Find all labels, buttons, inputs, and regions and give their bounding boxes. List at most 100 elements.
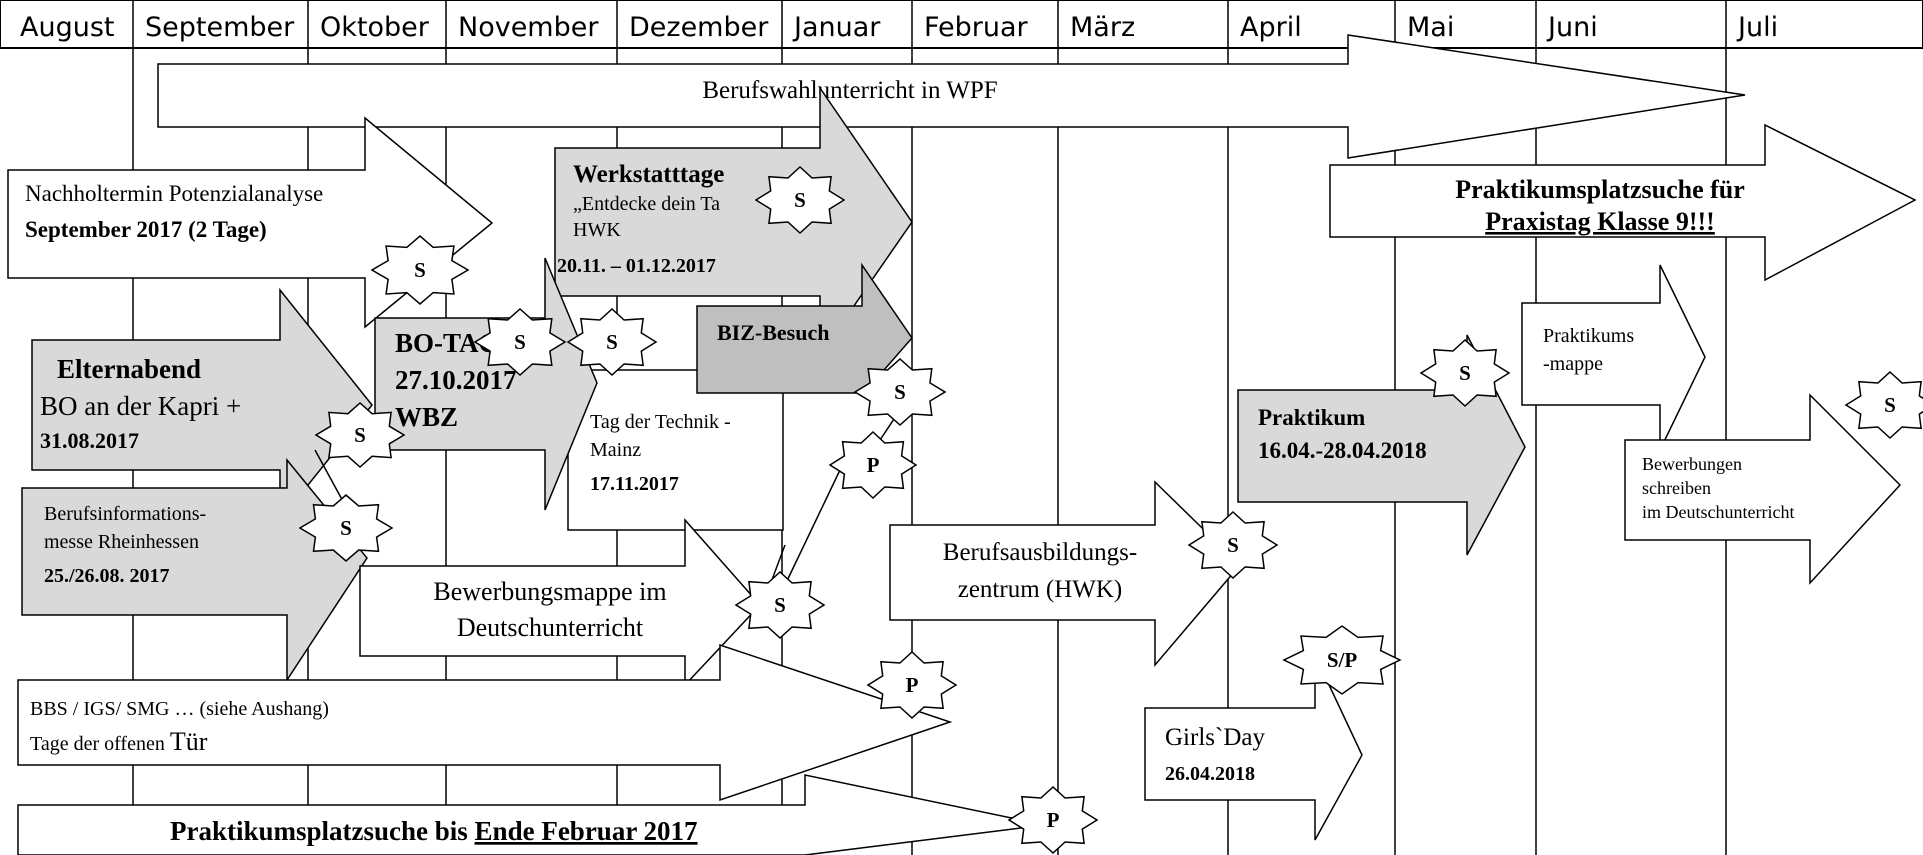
praktikumsmappe-arrow <box>1521 264 1706 451</box>
starburst-shape <box>1007 785 1099 855</box>
messe-date: 25./26.08. 2017 <box>44 565 170 587</box>
offene-tuer-arrow <box>17 643 953 802</box>
month-header-november: November <box>458 12 599 43</box>
star-badge-s: S <box>1844 370 1923 440</box>
starburst-shape <box>314 401 406 469</box>
praktikum-title: Praktikum <box>1258 405 1365 430</box>
bildungszentrum-line2: zentrum (HWK) <box>958 576 1123 603</box>
berufsausbildungszentrum-arrow <box>889 480 1242 668</box>
star-badge-s: S <box>1187 510 1279 580</box>
girls-day-line1: Girls`Day <box>1165 724 1265 751</box>
berufsinfo-messe-arrow <box>21 457 368 683</box>
starburst-shape <box>473 307 567 377</box>
star-badge-label: S <box>606 330 618 354</box>
praktikumsplatzsuche-9-arrow <box>1329 123 1917 282</box>
bewerbungen-line1: Bewerbungen <box>1642 454 1742 474</box>
starburst-shape <box>853 357 947 427</box>
star-badges: S S S S S S P S S S S P P S/P S <box>298 165 1923 855</box>
star-badge-label: S <box>340 516 352 540</box>
werkstatttage-line2: HWK <box>573 219 621 241</box>
star-badge-label: S <box>354 423 366 447</box>
star-badge-s: S <box>370 235 470 305</box>
star-badge-label: S/P <box>1327 648 1358 672</box>
star-badge-s: S <box>314 401 406 469</box>
month-header-juni: Juni <box>1546 12 1598 43</box>
star-badge-s: S <box>754 165 846 235</box>
starburst-shape <box>566 307 658 377</box>
starburst-shape <box>754 165 846 235</box>
month-header-maerz: März <box>1070 12 1135 43</box>
star-badge-label: S <box>1884 393 1896 417</box>
starburst-shape <box>370 235 470 305</box>
month-header-oktober: Oktober <box>320 12 430 43</box>
praktikumsmappe-line2: -mappe <box>1543 353 1603 375</box>
bewerbungen-line3: im Deutschunterricht <box>1642 502 1794 522</box>
werkstatttage-title: Werkstatttage <box>573 161 724 188</box>
messe-line2: messe Rheinhessen <box>44 531 199 553</box>
star-badge-label: S <box>1227 533 1239 557</box>
starburst-shape <box>734 570 826 640</box>
starburst-shape <box>866 650 958 720</box>
month-header-dezember: Dezember <box>629 12 769 43</box>
nachholtermin-line2: September 2017 (2 Tage) <box>25 217 267 242</box>
star-badge-s: S <box>1419 338 1511 408</box>
starburst-shape <box>1187 510 1279 580</box>
nachholtermin-line1: Nachholtermin Potenzialanalyse <box>25 181 323 206</box>
star-badge-s: S <box>853 357 947 427</box>
bo-tag-line2: 27.10.2017 <box>395 365 517 395</box>
praktikumsplatzsuche-9-line2: Praxistag Klasse 9!!! <box>1485 207 1715 236</box>
star-badge-label: S <box>894 380 906 404</box>
biz-besuch-arrow <box>696 262 913 397</box>
star-badge-p: P <box>1007 785 1099 855</box>
girls-day-arrow <box>1144 654 1363 841</box>
werkstatttage-date: 20.11. – 01.12.2017 <box>557 255 716 277</box>
werkstatttage-line1: „Entdecke dein Ta <box>573 193 720 215</box>
month-header-februar: Februar <box>924 12 1029 43</box>
praktikumsmappe-line1: Praktikums <box>1543 325 1634 347</box>
bewerbungsmappe-arrow <box>359 518 762 687</box>
elternabend-title: Elternabend <box>57 354 201 384</box>
bildungszentrum-line1: Berufsausbildungs- <box>943 539 1137 566</box>
bewerbungsmappe-line2: Deutschunterricht <box>457 613 644 642</box>
offene-tuer-line2: Tage der offenen Tür <box>30 727 208 756</box>
praktikumssuche-februar-label: Praktikumsplatzsuche bis Ende Februar 20… <box>170 816 698 846</box>
elternabend-date: 31.08.2017 <box>40 428 139 453</box>
month-header-januar: Januar <box>792 12 881 43</box>
praktikum-date: 16.04.-28.04.2018 <box>1258 438 1427 463</box>
star-badge-s: S <box>734 570 826 640</box>
star-badge-label: S <box>794 188 806 212</box>
bewerbungen-line2: schreiben <box>1642 478 1711 498</box>
star-badge-s: S <box>566 307 658 377</box>
star-badge-label: S <box>414 258 426 282</box>
messe-line1: Berufsinformations- <box>44 503 206 525</box>
star-badge-p: P <box>828 430 918 500</box>
bo-tag-line3: WBZ <box>395 402 458 432</box>
offene-tuer-line1: BBS / IGS/ SMG … (siehe Aushang) <box>30 698 329 720</box>
elternabend-line1: BO an der Kapri + <box>40 391 241 421</box>
starburst-shape <box>1282 625 1402 695</box>
star-badge-label: P <box>906 673 919 697</box>
star-badge-label: S <box>774 593 786 617</box>
star-badge-s: S <box>473 307 567 377</box>
month-header-august: August <box>20 12 115 43</box>
girls-day-date: 26.04.2018 <box>1165 763 1255 785</box>
technik-line1: Tag der Technik - <box>590 411 731 433</box>
starburst-shape <box>828 430 918 500</box>
starburst-shape <box>1419 338 1511 408</box>
starburst-shape <box>1844 370 1923 440</box>
star-badge-s: S <box>298 494 394 562</box>
month-header-april: April <box>1240 12 1302 43</box>
technik-date: 17.11.2017 <box>590 473 679 495</box>
month-header-juli: Juli <box>1736 12 1778 43</box>
star-badge-label: P <box>1047 808 1060 832</box>
tag-der-technik-box <box>567 369 784 531</box>
berufswahl-arrow <box>157 34 1746 159</box>
technik-line2: Mainz <box>590 439 641 461</box>
star-badge-s-p: S/P <box>1282 625 1402 695</box>
berufswahl-label: Berufswahlunterricht in WPF <box>702 77 997 104</box>
star-badge-label: P <box>867 453 880 477</box>
bewerbungen-schreiben-arrow <box>1624 393 1902 585</box>
month-header-row <box>0 0 1923 49</box>
biz-besuch-label: BIZ-Besuch <box>717 320 829 345</box>
month-header-september: September <box>145 12 295 43</box>
